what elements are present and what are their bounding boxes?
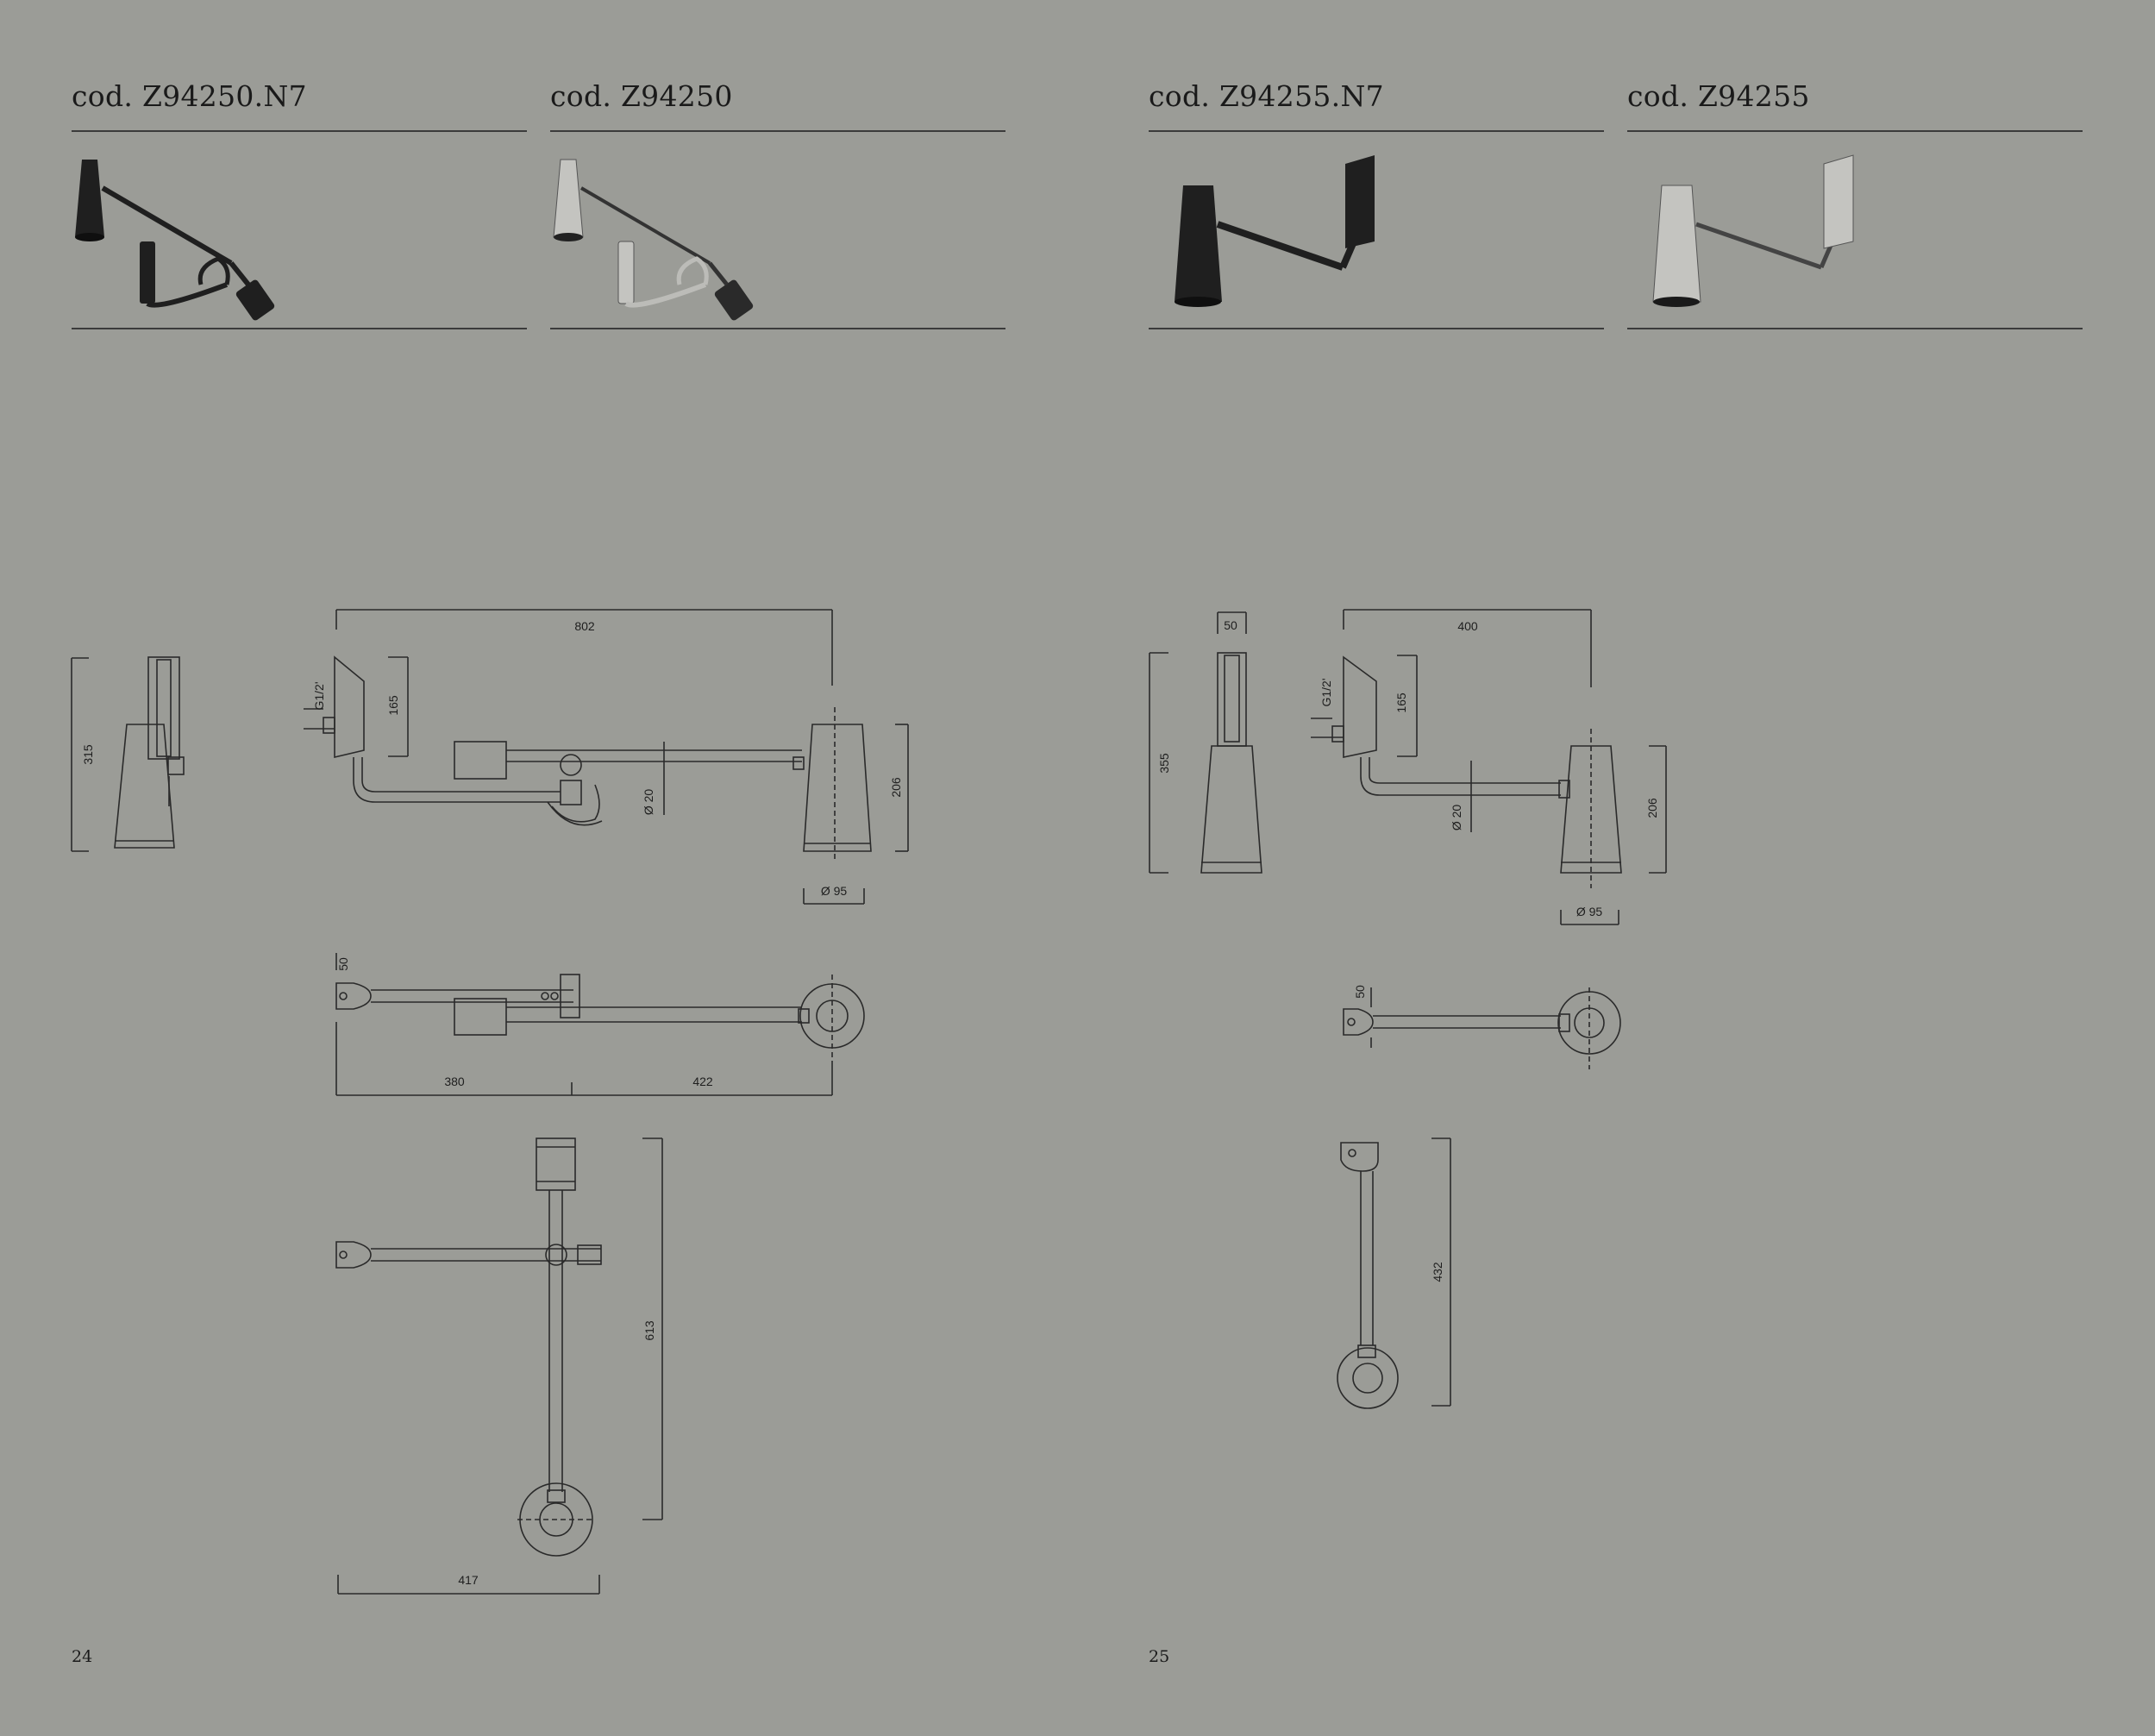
lamp-thumbnail-black-double-arm <box>75 160 275 321</box>
thumb-rule <box>1627 328 2083 329</box>
page-number-left: 24 <box>72 1647 93 1666</box>
dimension-folded-length: 613 <box>642 1320 656 1341</box>
front-view-z94255 <box>1311 609 1667 925</box>
dimension-plate-width: 50 <box>1224 618 1237 632</box>
top-view-z94250 <box>335 953 865 1096</box>
top-view-z94255 <box>1343 987 1621 1069</box>
header-rule <box>550 130 1005 132</box>
dimension-segment-1: 380 <box>444 1075 465 1088</box>
dimension-segment-2: 422 <box>692 1075 713 1088</box>
dimension-side-height: 315 <box>81 744 95 765</box>
thumb-rule <box>550 328 1005 329</box>
header-rule <box>1627 130 2083 132</box>
dimension-side-height: 355 <box>1157 753 1171 774</box>
dimension-arm-diameter: Ø 20 <box>1450 805 1463 831</box>
dimension-head-diameter: Ø 95 <box>1576 905 1603 918</box>
folded-view-z94250 <box>335 1137 663 1595</box>
dimension-connection: G1/2' <box>312 681 326 710</box>
dimension-head-height: 206 <box>889 777 903 798</box>
dimension-arm-diameter: Ø 20 <box>642 789 655 816</box>
lamp-thumbnail-black-single-arm <box>1175 155 1375 307</box>
front-view-z94250 <box>304 609 909 905</box>
thumb-rule <box>72 328 527 329</box>
lamp-thumbnail-chrome-double-arm <box>553 159 754 321</box>
dimension-overall-length: 400 <box>1457 619 1478 633</box>
product-code-z94250-n7: cod. Z94250.N7 <box>72 79 307 113</box>
product-code-z94255-n7: cod. Z94255.N7 <box>1149 79 1384 113</box>
dimension-folded-length: 432 <box>1431 1262 1444 1282</box>
dimension-head-diameter: Ø 95 <box>821 884 848 898</box>
product-code-z94255: cod. Z94255 <box>1627 79 1810 113</box>
dimension-folded-width: 417 <box>458 1573 479 1587</box>
folded-view-z94255 <box>1337 1137 1451 1409</box>
dimension-wall-plate-height: 165 <box>1394 693 1408 713</box>
dimension-wall-plate-height: 165 <box>386 695 400 716</box>
side-view-z94250 <box>71 656 185 852</box>
page-number-right: 25 <box>1149 1647 1170 1666</box>
dimension-wall-depth: 50 <box>1353 985 1367 999</box>
lamp-thumbnail-chrome-single-arm <box>1652 154 1854 307</box>
dimension-overall-length: 802 <box>574 619 595 633</box>
header-rule <box>1149 130 1604 132</box>
side-view-z94255 <box>1149 611 1262 874</box>
product-code-z94250: cod. Z94250 <box>550 79 733 113</box>
dimension-connection: G1/2' <box>1319 678 1333 706</box>
thumb-rule <box>1149 328 1604 329</box>
dimension-head-height: 206 <box>1645 798 1659 818</box>
header-rule <box>72 130 527 132</box>
dimension-wall-depth: 50 <box>336 957 350 971</box>
